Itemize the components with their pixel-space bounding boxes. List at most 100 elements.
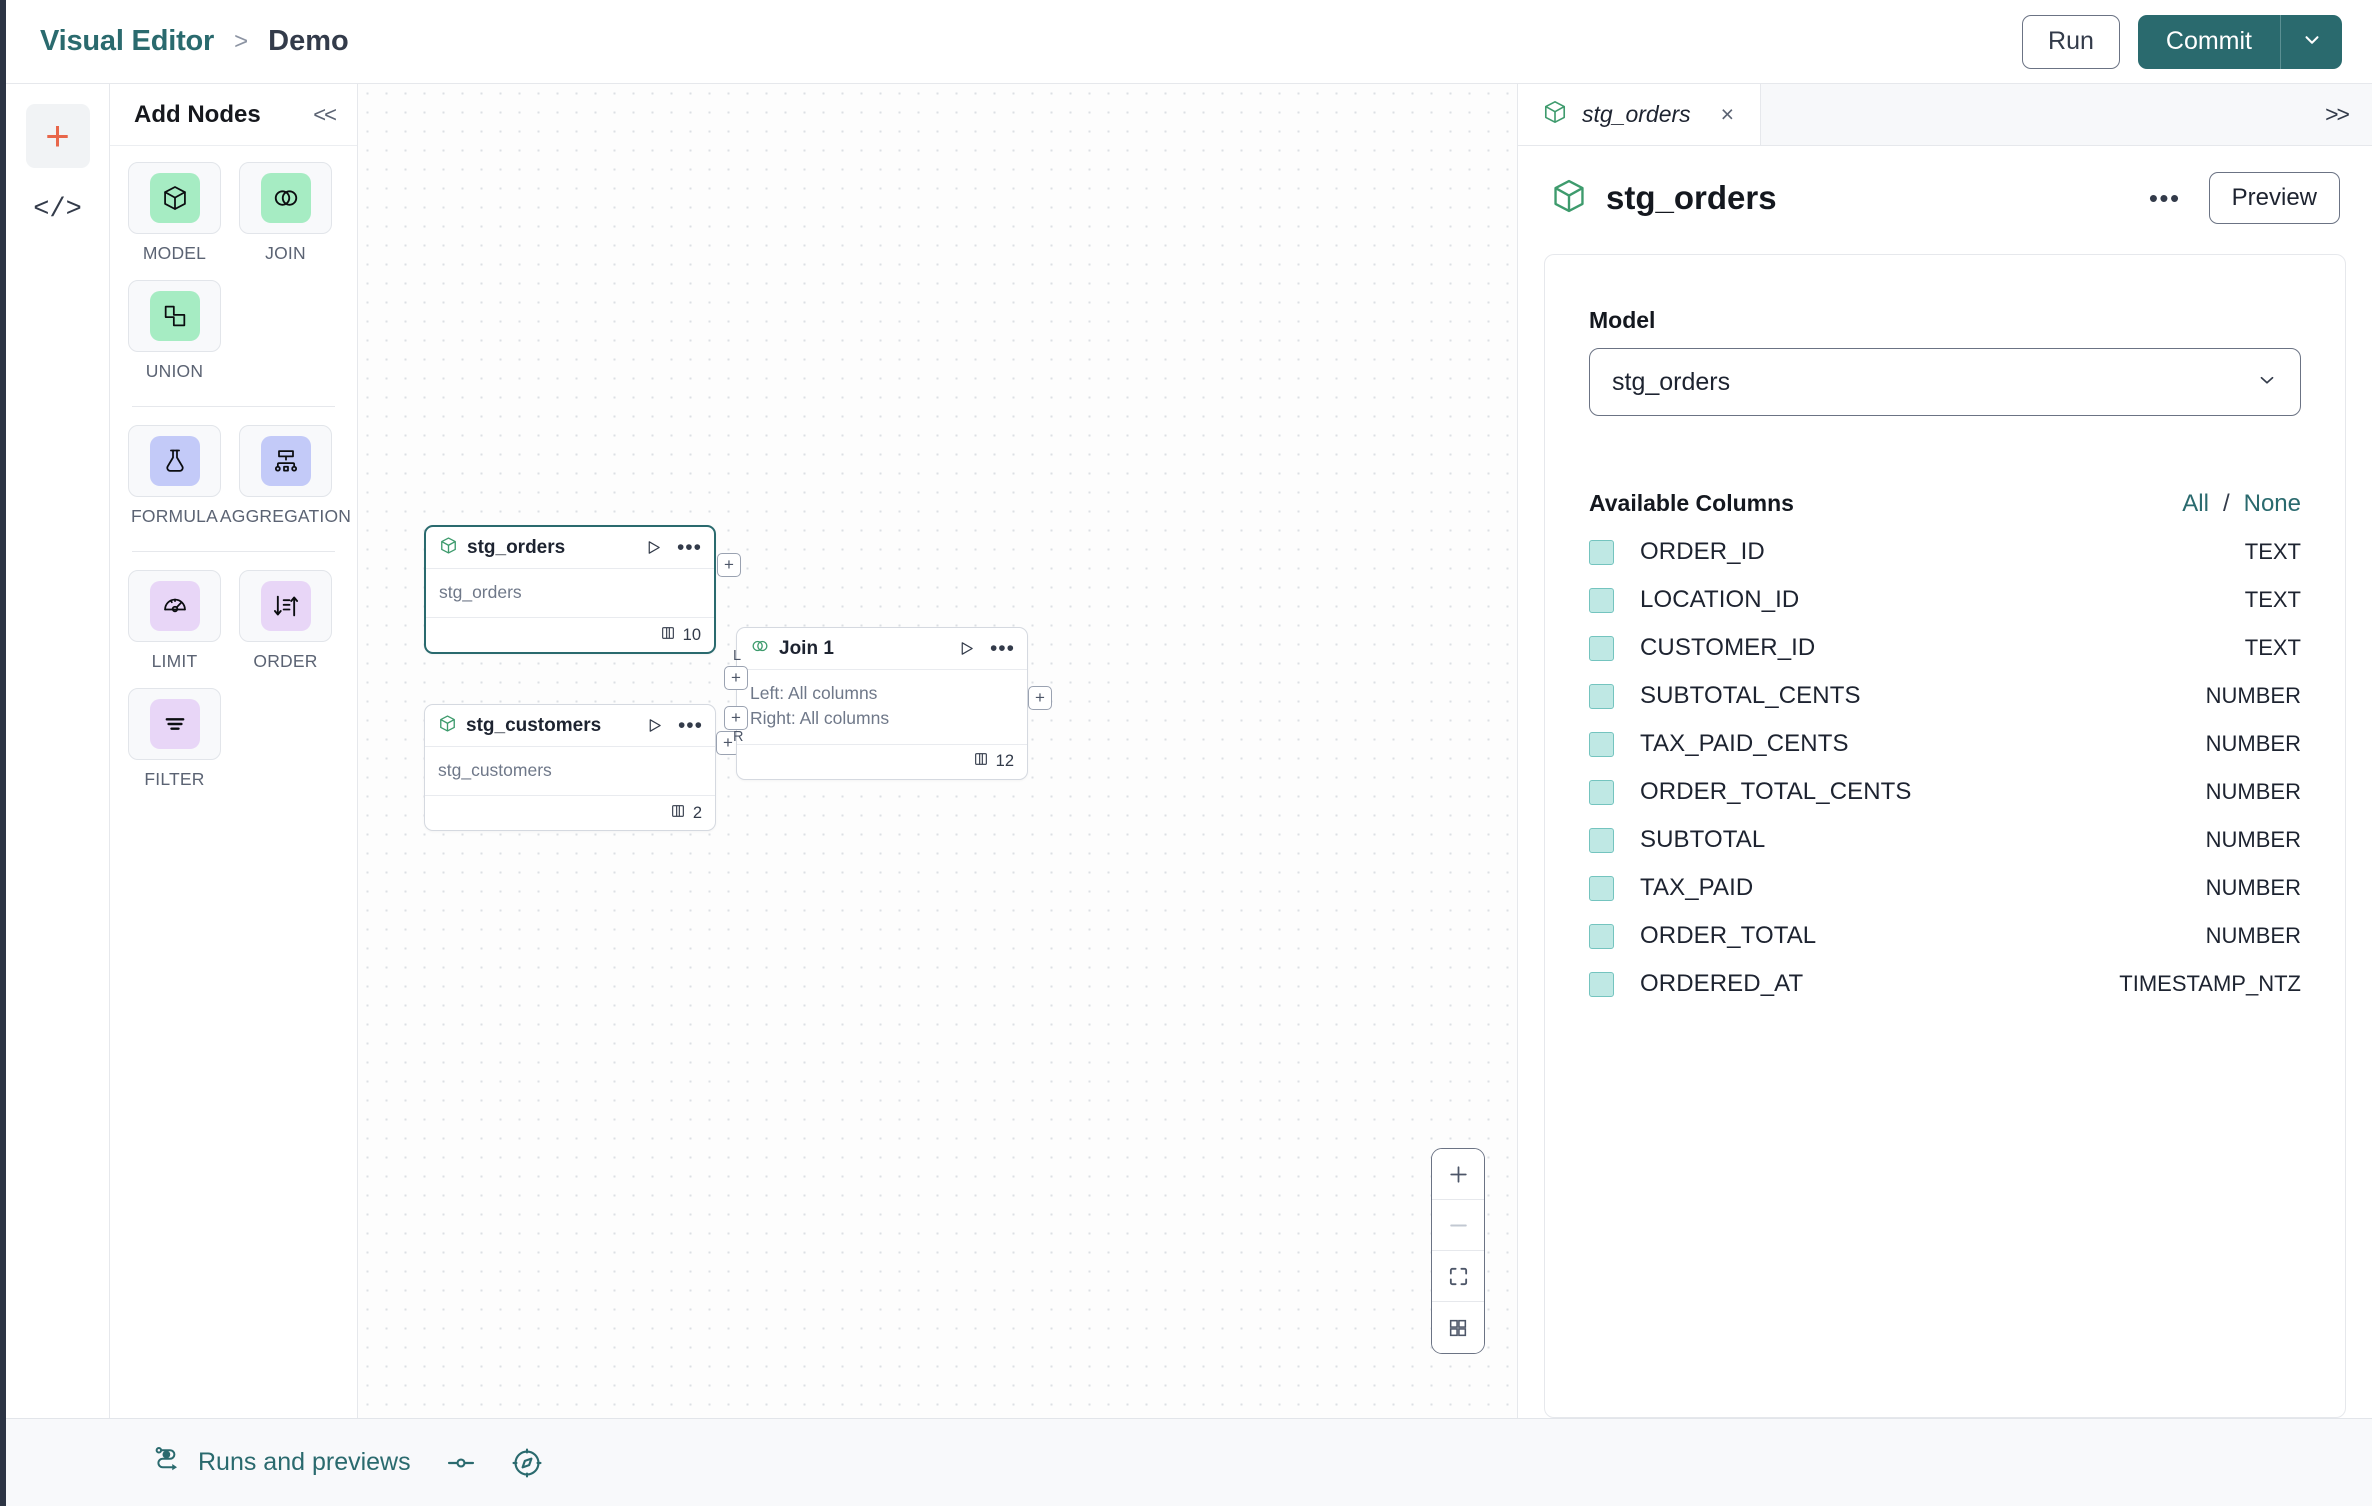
flow-canvas[interactable]: stg_orders ••• stg_orders 10 + (358, 84, 1518, 1418)
commit-dropdown-button[interactable] (2280, 14, 2342, 69)
node-type-order[interactable]: ORDER (239, 570, 332, 682)
commit-button[interactable]: Commit (2137, 14, 2280, 69)
node-body: stg_orders (426, 569, 714, 619)
venn-circles-icon (750, 636, 770, 661)
canvas-node-stg-customers[interactable]: stg_customers ••• stg_customers 2 + (424, 704, 740, 832)
cube-icon (439, 536, 458, 560)
node-more-menu-icon[interactable]: ••• (676, 535, 702, 559)
column-row[interactable]: ORDERED_AT TIMESTAMP_NTZ (1589, 960, 2301, 1008)
select-links-separator: / (2222, 490, 2230, 517)
column-row[interactable]: CUSTOMER_ID TEXT (1589, 624, 2301, 672)
column-type: TEXT (2244, 539, 2301, 564)
column-checkbox[interactable] (1589, 731, 1614, 757)
select-all-columns-link[interactable]: All (2182, 490, 2209, 517)
runs-and-previews-link[interactable]: Runs and previews (152, 1444, 411, 1481)
node-run-icon[interactable] (646, 717, 663, 734)
column-checkbox[interactable] (1589, 923, 1614, 949)
node-type-formula[interactable]: FORMULA (128, 425, 221, 537)
flask-icon (149, 436, 200, 486)
node-more-menu-icon[interactable]: ••• (989, 636, 1015, 660)
plus-icon: + (45, 112, 70, 159)
runs-and-previews-label: Runs and previews (198, 1448, 411, 1476)
panel-divider (132, 406, 335, 407)
breadcrumb-root-link[interactable]: Visual Editor (40, 25, 215, 57)
column-row[interactable]: SUBTOTAL NUMBER (1589, 816, 2301, 864)
node-type-tile (239, 425, 332, 497)
canvas-zoom-controls (1431, 1148, 1485, 1354)
compass-icon[interactable] (511, 1447, 543, 1479)
node-column-count: 12 (995, 752, 1014, 771)
node-column-count: 10 (682, 625, 701, 644)
node-run-icon[interactable] (645, 539, 662, 556)
cube-icon (1542, 99, 1568, 130)
column-checkbox[interactable] (1589, 539, 1614, 565)
inspector-header: stg_orders ••• Preview (1518, 146, 2372, 248)
venn-circles-icon (260, 173, 311, 223)
column-checkbox[interactable] (1589, 635, 1614, 661)
node-output-handle[interactable]: + (1028, 686, 1052, 710)
close-icon[interactable]: × (1720, 101, 1735, 127)
node-type-union[interactable]: UNION (128, 280, 221, 392)
column-checkbox[interactable] (1589, 683, 1614, 709)
column-checkbox[interactable] (1589, 827, 1614, 853)
node-type-model[interactable]: MODEL (128, 162, 221, 274)
node-output-handle[interactable]: + (717, 553, 741, 577)
collapse-panel-button[interactable]: << (313, 101, 337, 127)
column-row[interactable]: ORDER_TOTAL_CENTS NUMBER (1589, 768, 2301, 816)
add-node-rail-button[interactable]: + (25, 104, 90, 168)
column-row[interactable]: LOCATION_ID TEXT (1589, 576, 2301, 624)
node-input-handle-right[interactable]: + (724, 706, 748, 730)
column-checkbox[interactable] (1589, 779, 1614, 805)
node-run-icon[interactable] (958, 640, 975, 657)
code-icon: </> (33, 195, 82, 225)
node-type-label: LIMIT (151, 651, 198, 671)
run-button[interactable]: Run (2022, 14, 2120, 69)
inspector-tab-stg-orders[interactable]: stg_orders × (1518, 84, 1762, 145)
node-type-join[interactable]: JOIN (239, 162, 332, 274)
code-view-rail-button[interactable]: </> (26, 178, 90, 242)
column-row[interactable]: ORDER_TOTAL NUMBER (1589, 912, 2301, 960)
column-checkbox[interactable] (1589, 875, 1614, 901)
plus-icon (1449, 1165, 1467, 1183)
node-header: stg_orders ••• (426, 527, 714, 569)
node-body: stg_customers (425, 747, 715, 797)
grid-icon (1449, 1319, 1467, 1336)
node-input-handle-left[interactable]: + (724, 666, 748, 690)
zoom-out-button[interactable] (1432, 1200, 1484, 1251)
preview-button[interactable]: Preview (2208, 172, 2340, 224)
model-select[interactable]: stg_orders (1589, 348, 2301, 416)
column-type: TIMESTAMP_NTZ (2119, 971, 2301, 996)
node-type-limit[interactable]: LIMIT (128, 570, 221, 682)
canvas-node-join-1[interactable]: Join 1 ••• Left: All columns Right: All … (724, 627, 1052, 780)
select-none-columns-link[interactable]: None (2243, 490, 2301, 517)
column-checkbox[interactable] (1589, 971, 1614, 997)
column-name: ORDER_TOTAL_CENTS (1640, 778, 1912, 805)
zoom-in-button[interactable] (1432, 1149, 1484, 1200)
inspector-more-menu-icon[interactable]: ••• (2148, 183, 2181, 213)
bottom-bar: Runs and previews (6, 1418, 2372, 1506)
expand-panel-button[interactable]: >> (2325, 101, 2350, 127)
node-type-aggregation[interactable]: AGGREGATION (220, 425, 351, 537)
fit-screen-icon (1449, 1267, 1467, 1285)
toggle-grid-button[interactable] (1432, 1302, 1484, 1353)
add-nodes-header: Add Nodes << (110, 84, 357, 146)
inspector-panel: stg_orders × >> stg_orders ••• Preview M… (1518, 84, 2372, 1418)
column-row[interactable]: TAX_PAID_CENTS NUMBER (1589, 720, 2301, 768)
add-nodes-title: Add Nodes (134, 100, 261, 128)
canvas-node-stg-orders[interactable]: stg_orders ••• stg_orders 10 + (424, 525, 741, 655)
page-title: stg_orders (1606, 179, 1777, 216)
column-row[interactable]: TAX_PAID NUMBER (1589, 864, 2301, 912)
column-row[interactable]: ORDER_ID TEXT (1589, 528, 2301, 576)
fit-view-button[interactable] (1432, 1251, 1484, 1302)
column-checkbox[interactable] (1589, 587, 1614, 613)
column-name: TAX_PAID_CENTS (1640, 730, 1849, 757)
node-type-filter[interactable]: FILTER (128, 688, 221, 800)
slider-icon[interactable] (445, 1447, 477, 1479)
column-row[interactable]: SUBTOTAL_CENTS NUMBER (1589, 672, 2301, 720)
node-header: stg_customers ••• (425, 705, 715, 747)
sort-icon (260, 581, 311, 631)
node-more-menu-icon[interactable]: ••• (677, 713, 703, 737)
node-type-tile (239, 162, 332, 234)
column-type: NUMBER (2205, 683, 2301, 708)
filter-icon (149, 699, 200, 749)
